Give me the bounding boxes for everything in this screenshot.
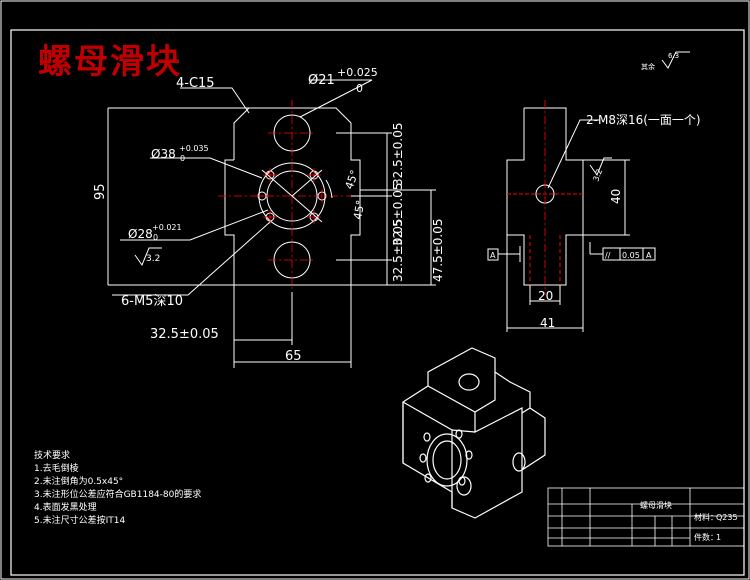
corner-roughness-value: 6.3	[668, 52, 679, 60]
material-label: 材料：	[694, 512, 718, 522]
front-view	[107, 79, 436, 368]
tol-datum: A	[646, 251, 652, 260]
dim-40-text: 40	[609, 189, 623, 204]
part-name-cell: 螺母滑块	[640, 500, 672, 510]
note-item: 4.表面发黑处理	[34, 503, 97, 513]
bore-d28-tol-lower: 0	[153, 233, 158, 242]
hole-d21-tol-lower: 0	[356, 82, 363, 95]
bore-d38-label: Ø38	[151, 147, 176, 161]
quantity-value: 1	[716, 533, 721, 542]
technical-notes: 技术要求 1.去毛倒棱 2.未注倒角为0.5x45° 3.未注形位公差应符合GB…	[34, 450, 201, 528]
side-outline	[506, 107, 584, 286]
thread-note-label: 2-M8深16(一面一个)	[586, 113, 701, 127]
threads-label: 6-M5深10	[121, 294, 183, 309]
dim-h-text: 32.5±0.05	[150, 327, 219, 342]
dim-65-text: 65	[285, 349, 302, 364]
notes-heading: 技术要求	[34, 451, 71, 461]
inner-frame	[10, 29, 745, 576]
tol-symbol: //	[605, 251, 611, 260]
tol-value: 0.05	[622, 251, 640, 260]
chamfer-label: 4-C15	[176, 76, 215, 91]
dim-95-text: 95	[93, 183, 108, 200]
dim-top-v-text: 32.5±0.05	[391, 123, 405, 187]
isometric-view	[402, 347, 546, 519]
corner-roughness-label: 其余	[641, 62, 655, 71]
drawing-title: 螺母滑块	[38, 42, 182, 82]
dim-mid-v-text: 32.5±0.05	[391, 183, 405, 247]
note-item: 5.未注尺寸公差按IT14	[34, 516, 126, 526]
roughness-32-label: 3.2	[146, 254, 160, 264]
datum-letter: A	[490, 251, 496, 260]
front-view-labels: 4-C15 Ø21 +0.025 0 Ø38 +0.035 0 Ø28 +0.0…	[93, 66, 445, 364]
bore-d38-tol-upper: +0.035	[179, 144, 209, 153]
bore-d38-tol-lower: 0	[180, 154, 185, 163]
title-block-labels: 螺母滑块 材料： Q235 件数： 1	[640, 500, 738, 542]
dim-41-text: 41	[540, 316, 555, 330]
note-item: 1.去毛倒棱	[34, 464, 79, 474]
dim-bottom-v-text: 32.5±0.05	[391, 219, 405, 283]
note-item: 2.未注倒角为0.5x45°	[34, 477, 124, 487]
dim-right-v-text: 47.5±0.05	[431, 219, 445, 283]
note-item: 3.未注形位公差应符合GB1184-80的要求	[34, 490, 202, 500]
angle-label-b: 45°	[351, 199, 367, 220]
material-value: Q235	[716, 513, 738, 522]
bore-d28-tol-upper: +0.021	[152, 223, 182, 232]
angle-label-a: 45°	[343, 168, 362, 191]
bore-d28-label: Ø28	[128, 227, 153, 241]
dim-20-text: 20	[538, 289, 553, 303]
side-view	[487, 100, 656, 332]
front-outline	[224, 107, 361, 286]
hole-d21-tol-upper: +0.025	[337, 66, 378, 79]
title-block	[547, 487, 745, 547]
side-roughness-label: 3.2	[591, 168, 604, 183]
quantity-label: 件数：	[694, 532, 718, 542]
side-view-labels: 2-M8深16(一面一个) 3.2 40 20 41 A // 0.05 A	[490, 113, 701, 330]
hole-d21-label: Ø21	[308, 73, 335, 88]
corner-roughness: 其余 6.3	[641, 51, 690, 71]
